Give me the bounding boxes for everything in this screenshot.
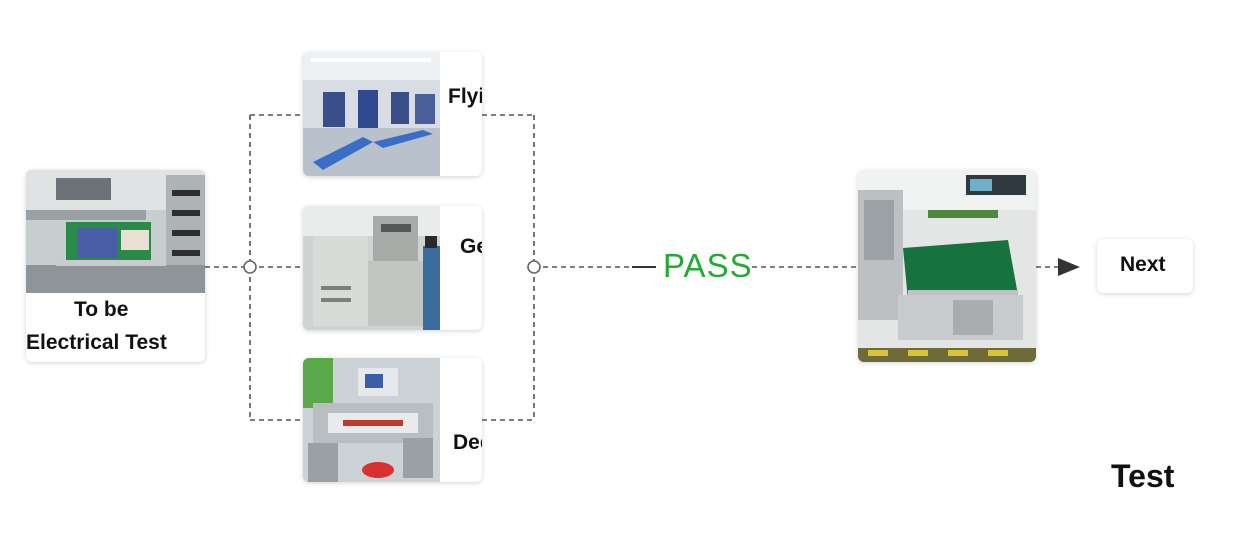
start-label-line2: Electrical Test bbox=[26, 331, 167, 354]
start-label-line1: To be bbox=[74, 298, 129, 321]
arrow-head-icon bbox=[1058, 258, 1080, 276]
result-card bbox=[858, 170, 1036, 362]
merge-node bbox=[527, 260, 541, 274]
general-test-card: General Test bbox=[303, 206, 482, 330]
flying-probe-label: Flying probe bbox=[448, 85, 482, 108]
general-test-label: General Test bbox=[460, 235, 482, 258]
general-test-photo bbox=[303, 206, 440, 330]
flying-probe-photo bbox=[303, 52, 440, 176]
flying-probe-card: Flying probe bbox=[303, 52, 482, 176]
dedicated-test-card: Dedicated test bbox=[303, 358, 482, 482]
pass-label: PASS bbox=[663, 247, 753, 284]
dedicated-test-label: Dedicated test bbox=[453, 431, 482, 454]
result-photo bbox=[858, 170, 1036, 362]
next-label: Next bbox=[1120, 253, 1166, 276]
start-photo bbox=[26, 170, 205, 293]
stage-title: Test bbox=[1111, 458, 1175, 494]
next-card: Next bbox=[1097, 239, 1193, 293]
start-card: To be Electrical Test bbox=[26, 170, 205, 362]
split-node bbox=[243, 260, 257, 274]
dedicated-test-photo bbox=[303, 358, 440, 482]
